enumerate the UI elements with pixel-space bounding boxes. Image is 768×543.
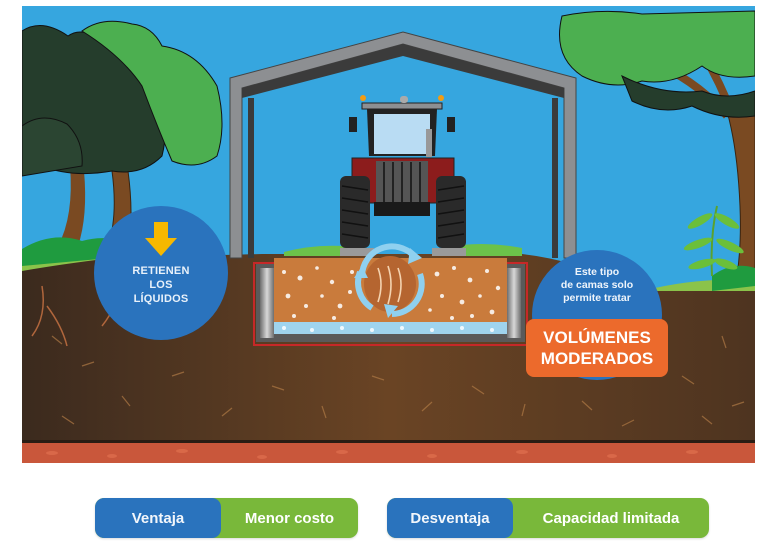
advantage-value[interactable]: Menor costo	[244, 509, 335, 527]
tractor	[340, 95, 466, 256]
disadvantage-label[interactable]: Desventaja	[387, 498, 513, 538]
callout-left-line-3: LÍQUIDOS	[133, 293, 189, 305]
badge-line-2: MODERADOS	[540, 349, 654, 368]
disadvantage-value[interactable]: Capacidad limitada	[542, 509, 680, 527]
soil-border	[22, 440, 755, 443]
clay-layer	[22, 443, 755, 463]
shed-frame	[229, 31, 577, 259]
recycle-cycle-icon	[354, 243, 425, 318]
badge-line-1: VOLÚMENES	[543, 328, 651, 347]
moderate-volumes-badge: VOLÚMENES MODERADOS	[526, 319, 668, 377]
callout-right-line-2: de camas solo	[560, 279, 634, 291]
disadvantage-pill[interactable]: Desventaja Capacidad limitada	[387, 498, 709, 538]
callout-left-line-2: LOS	[149, 279, 173, 291]
arrow-down-icon	[143, 222, 179, 263]
biomix-particles	[282, 266, 501, 332]
callout-right-line-3: permite tratar	[563, 292, 631, 304]
capacity-callout-text: Este tipo de camas solo permite tratar	[532, 266, 662, 305]
right-trees	[559, 10, 755, 292]
advantage-pill[interactable]: Ventaja Menor costo	[95, 498, 358, 538]
callout-left-line-1: RETIENEN	[132, 265, 190, 277]
callout-right-line-1: Este tipo	[574, 266, 620, 278]
retain-liquids-callout: RETIENEN LOS LÍQUIDOS	[94, 206, 228, 340]
advantage-label[interactable]: Ventaja	[95, 498, 221, 538]
plant	[683, 205, 744, 277]
